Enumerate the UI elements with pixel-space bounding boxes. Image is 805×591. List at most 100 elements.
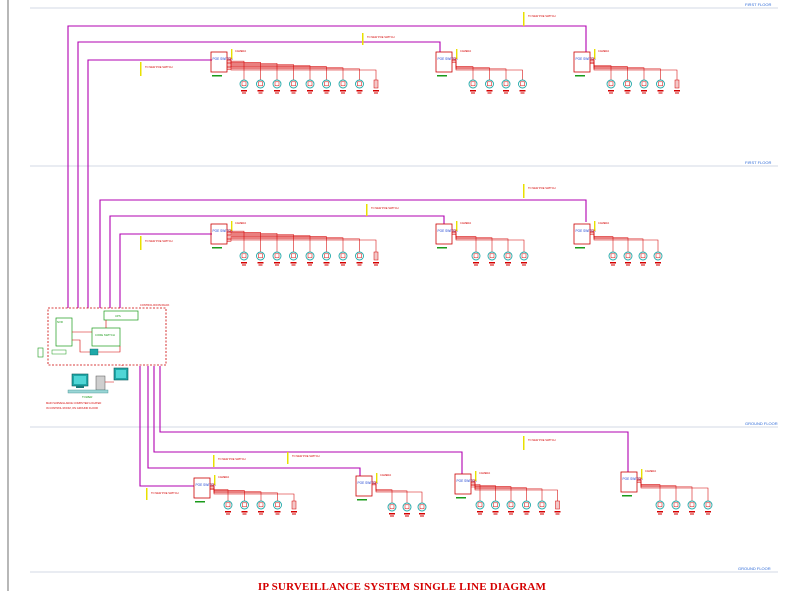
camera-body [477,502,483,508]
camera-cable [227,237,344,252]
camera-tag [274,511,281,513]
camera-cable [210,489,295,501]
svg-text:TO NEW POE SWITCH: TO NEW POE SWITCH [145,65,173,69]
dome-camera [475,500,485,510]
camera-tag [307,90,313,92]
svg-text:TO NEW POE SWITCH: TO NEW POE SWITCH [528,14,556,18]
camera-body [508,502,514,508]
camera-tag [323,90,330,92]
switch-note: CAMERA [598,221,609,225]
camera-cable [637,480,693,501]
bullet-camera [373,251,379,261]
control-room: CONTROL ROOM RACK NVR CORE SWITCH UPS [37,303,170,366]
camera-tag [291,92,296,94]
switch-note: CAMERA [479,471,490,475]
dome-camera [537,500,547,510]
camera-body [340,81,346,87]
camera-tag [404,513,410,515]
camera-tag [290,90,297,92]
dome-camera [639,79,649,89]
camera-tag [609,92,613,94]
camera-cable [227,67,360,80]
camera-tag [610,262,616,264]
camera-cable [227,233,294,252]
camera-body [242,502,247,508]
dome-camera [273,500,282,510]
rack-label: CONTROL ROOM RACK [140,303,170,307]
switch-note: CAMERA [598,49,609,53]
camera-tag [389,513,395,515]
camera-cable [637,479,677,501]
camera-tag [374,264,378,266]
camera-tag [292,513,296,515]
camera-body [225,502,231,508]
dome-camera [402,502,412,512]
poe-switch [355,475,373,497]
camera-tag [259,513,263,515]
camera-cable [590,233,659,252]
dome-camera [623,79,632,89]
poe-switch-label: POE SWITCH [438,57,459,61]
camera-cable [227,235,311,252]
camera-tag [226,513,230,515]
camera-cable [372,484,423,503]
camera-tag [508,511,514,513]
poe-switch-label: POE SWITCH [196,483,217,487]
poe-switch-label: POE SWITCH [213,57,234,61]
camera-tag [390,515,394,517]
dome-camera [272,79,282,89]
camera-tag [324,92,329,94]
dome-camera [338,79,348,89]
camera-body [291,253,296,259]
camera-tag [489,262,495,264]
camera-tag [291,511,297,513]
camera-body [274,81,280,87]
camera-cable [452,231,493,252]
surveillance-workstation: TOWER [67,365,129,399]
poe-switch [210,51,228,73]
svg-text:TO NEW POE SWITCH: TO NEW POE SWITCH [528,438,556,442]
camera-tag [642,92,646,94]
dome-camera [671,500,681,510]
camera-body [641,81,647,87]
camera-tag [519,90,526,92]
nvr-label: NVR [57,320,63,324]
dome-camera [491,500,500,510]
camera-cable [227,60,278,80]
camera-tag [524,513,529,515]
camera-cable [590,61,661,80]
dome-camera [256,251,265,261]
dome-camera [608,251,618,261]
camera-cable [590,229,614,252]
camera-cable [590,232,644,252]
camera-cable [227,236,327,252]
camera-cable [590,63,678,80]
floor-lines [30,7,778,573]
dome-camera [256,79,265,89]
poe-switch [620,471,638,493]
camera-cable [227,238,360,252]
camera-tag [487,92,492,94]
camera-tag [655,262,661,264]
camera-tag [308,92,312,94]
camera-tag [373,90,379,92]
camera-tag [241,90,247,92]
camera-tag [274,262,280,264]
switch-note: CAMERA [218,475,229,479]
camera-body [470,81,476,87]
camera-body [419,504,425,510]
poe-switch-label: POE SWITCH [576,229,597,233]
camera-tag [522,264,526,266]
switch-note-bar [231,221,233,231]
switch-note: CAMERA [235,49,246,53]
camera-tag [641,90,647,92]
camera-tag [356,262,363,264]
camera-tag [555,513,560,515]
camera-body [258,502,264,508]
camera-tag [323,262,330,264]
poe-switch-label: POE SWITCH [358,481,379,485]
camera-cable [227,232,278,252]
